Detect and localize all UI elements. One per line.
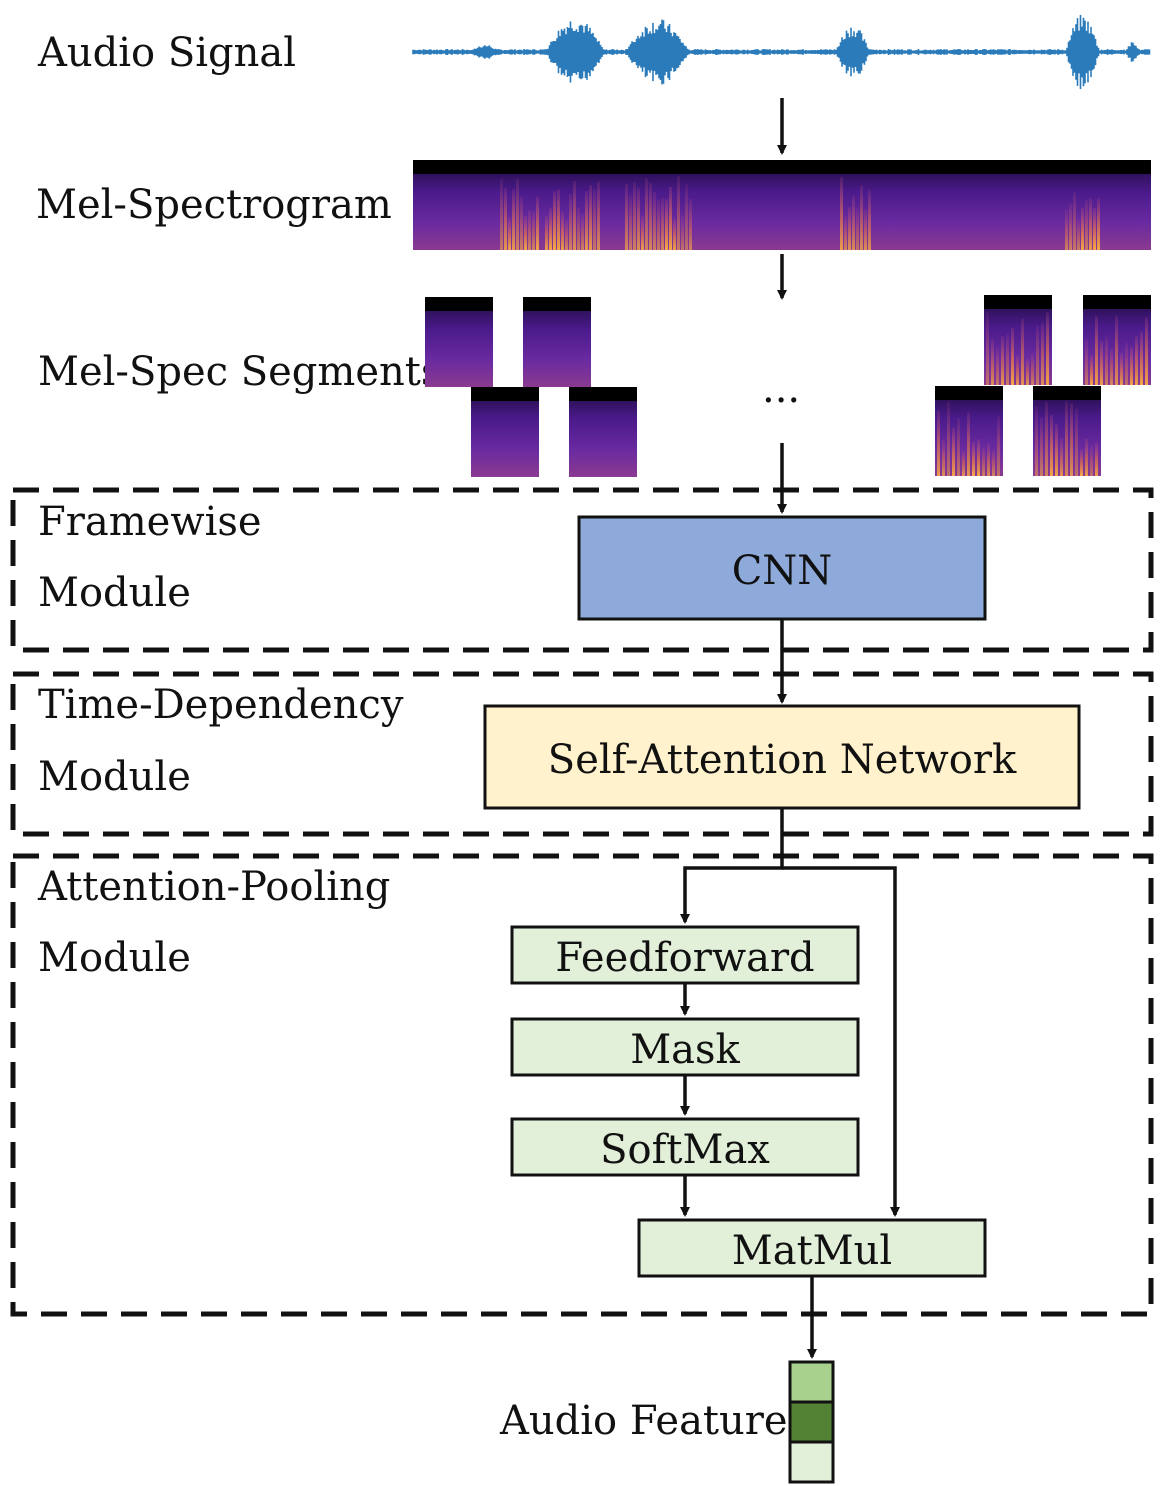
segment-thumbnail: [523, 297, 591, 387]
framewise-module-title: Framewise: [38, 499, 262, 545]
segments-ellipsis: ...: [762, 366, 800, 412]
time-dependency-module-border: [10, 671, 1154, 837]
audio-feature-vector: [788, 1360, 835, 1484]
mel-spectrogram-image: [413, 160, 1151, 250]
segment-thumbnail: [1083, 295, 1151, 385]
matmul-block: [637, 1218, 987, 1278]
attention-pooling-module-subtitle: Module: [38, 935, 191, 981]
segment-thumbnail: [984, 295, 1052, 385]
time-dependency-module-title: Time-Dependency: [38, 682, 404, 728]
self-attention-network-block: [483, 704, 1081, 810]
feature-cell-1: [788, 1360, 835, 1404]
segment-thumbnail: [935, 386, 1003, 476]
framewise-module-border: [10, 487, 1154, 653]
segment-thumbnail: [569, 387, 637, 477]
arrow-attention-to-feedforward: [680, 808, 784, 924]
mel-spec-segments-label: Mel-Spec Segments: [38, 349, 441, 395]
attention-pooling-module-title: Attention-Pooling: [37, 864, 390, 910]
time-dependency-module-subtitle: Module: [38, 754, 191, 800]
segment-thumbnail: [1033, 386, 1101, 476]
attention-pooling-module-border: [10, 853, 1154, 1317]
framewise-module-subtitle: Module: [38, 570, 191, 616]
waveform-trace: [412, 15, 1151, 89]
arrow-attention-to-matmul: [782, 866, 900, 1217]
audio-waveform: [412, 15, 1151, 89]
mask-label: Mask: [630, 1027, 740, 1073]
self-attention-network-label: Self-Attention Network: [548, 737, 1017, 783]
cnn-block: [577, 515, 987, 621]
matmul-label: MatMul: [732, 1228, 892, 1274]
audio-feature-label: Audio Feature: [499, 1398, 788, 1444]
mel-spectrogram-label: Mel-Spectrogram: [36, 182, 392, 228]
feedforward-label: Feedforward: [555, 935, 814, 981]
feedforward-block: [510, 925, 860, 985]
segment-thumbnail: [425, 297, 493, 387]
feature-cell-2: [788, 1400, 835, 1444]
mel-spec-segments: [425, 295, 1151, 477]
softmax-label: SoftMax: [600, 1127, 770, 1173]
feature-cell-3: [788, 1440, 835, 1484]
audio-signal-label: Audio Signal: [37, 30, 296, 76]
cnn-block-label: CNN: [732, 548, 833, 594]
segment-thumbnail: [471, 387, 539, 477]
